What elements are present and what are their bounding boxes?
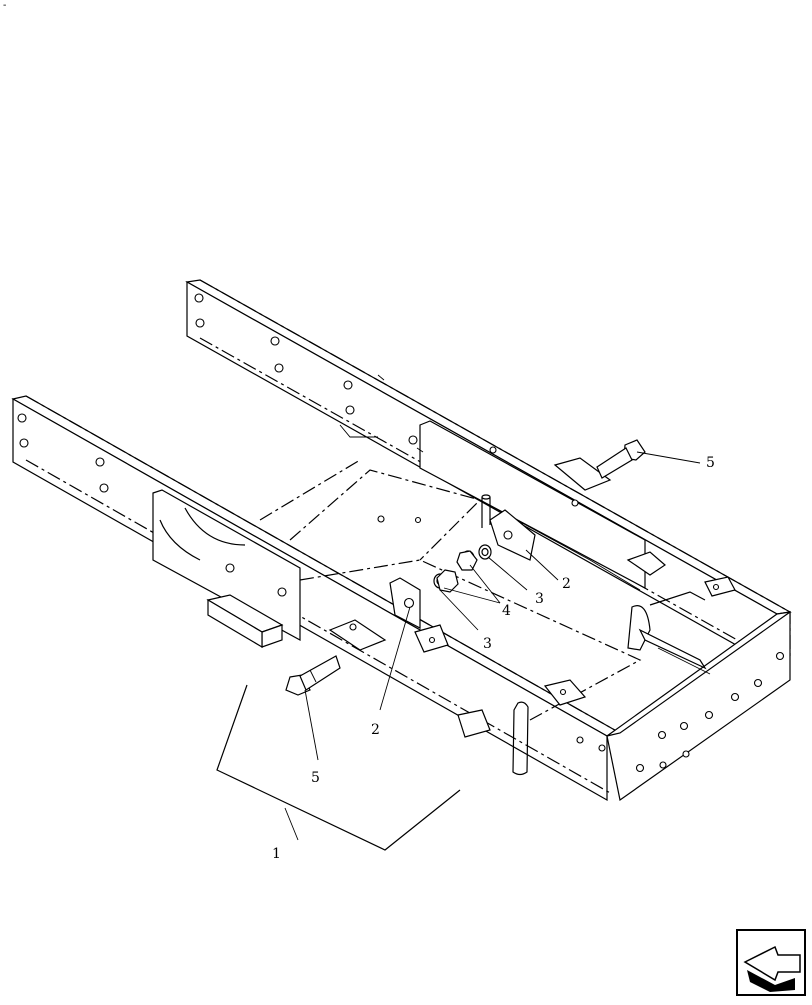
corner-mark: -	[3, 0, 6, 11]
bolt-front	[285, 655, 341, 696]
next-page-arrow-icon[interactable]	[736, 929, 806, 996]
callout-2-rear: 2	[562, 576, 571, 592]
front-linkage	[457, 591, 711, 776]
callout-4: 4	[502, 603, 511, 619]
callout-3-rear: 3	[535, 591, 544, 607]
front-casting	[152, 489, 301, 649]
callout-3-front: 3	[483, 636, 492, 652]
callout-2-front: 2	[371, 722, 380, 738]
frame-underside	[339, 374, 424, 453]
leader-lines	[216, 451, 701, 851]
callout-5-rear: 5	[706, 455, 715, 471]
front-bracket-plate	[328, 577, 449, 653]
hardware-stack	[433, 544, 492, 593]
callout-5-front: 5	[311, 770, 320, 786]
bolt-rear	[596, 439, 646, 479]
mid-bracket	[481, 494, 536, 561]
callout-1: 1	[272, 846, 281, 862]
front-frame-rail	[11, 395, 622, 802]
front-end-box	[576, 610, 791, 802]
rear-bracket-plate	[419, 420, 736, 597]
